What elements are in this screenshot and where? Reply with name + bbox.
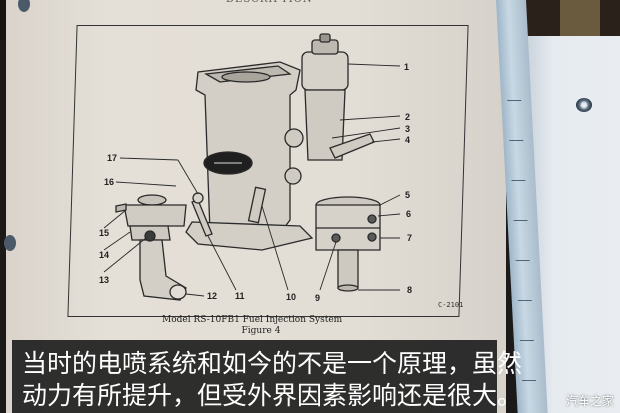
callout-1: 1: [404, 62, 409, 72]
callout-3: 3: [405, 124, 410, 134]
callout-13: 13: [99, 275, 109, 285]
callout-17: 17: [107, 153, 117, 163]
callout-15: 15: [99, 228, 109, 238]
punch-hole: [18, 0, 30, 12]
callout-5: 5: [405, 190, 410, 200]
subtitle-overlay: 当时的电喷系统和如今的不是一个原理，虽然 动力有所提升，但受外界因素影响还是很大…: [12, 340, 522, 413]
figure-caption: Model RS-10FB1 Fuel Injection System Fig…: [162, 315, 356, 337]
page-header: DESCRIPTION: [226, 0, 313, 5]
background-shelf: [520, 0, 620, 38]
callout-9: 9: [315, 293, 320, 303]
callout-10: 10: [286, 292, 296, 302]
callout-11: 11: [235, 291, 245, 301]
callout-8: 8: [407, 285, 412, 295]
figure-code: C-2101: [438, 301, 464, 309]
caption-title: Model RS-10FB1 Fuel Injection System: [162, 315, 343, 325]
callout-2: 2: [405, 112, 410, 122]
wall-screw: [576, 98, 592, 112]
callout-6: 6: [406, 209, 411, 219]
callout-16: 16: [104, 177, 114, 187]
callout-7: 7: [407, 233, 412, 243]
subtitle-line-2: 动力有所提升，但受外界因素影响还是很大。: [22, 381, 523, 410]
callout-4: 4: [405, 135, 410, 145]
caption-figure-number: Figure 4: [241, 326, 281, 336]
watermark-logo: 汽车之家: [565, 394, 614, 408]
subtitle-line-1: 当时的电喷系统和如今的不是一个原理，虽然: [22, 349, 523, 378]
punch-hole: [4, 235, 16, 251]
callout-14: 14: [99, 250, 109, 260]
callout-12: 12: [207, 291, 217, 301]
